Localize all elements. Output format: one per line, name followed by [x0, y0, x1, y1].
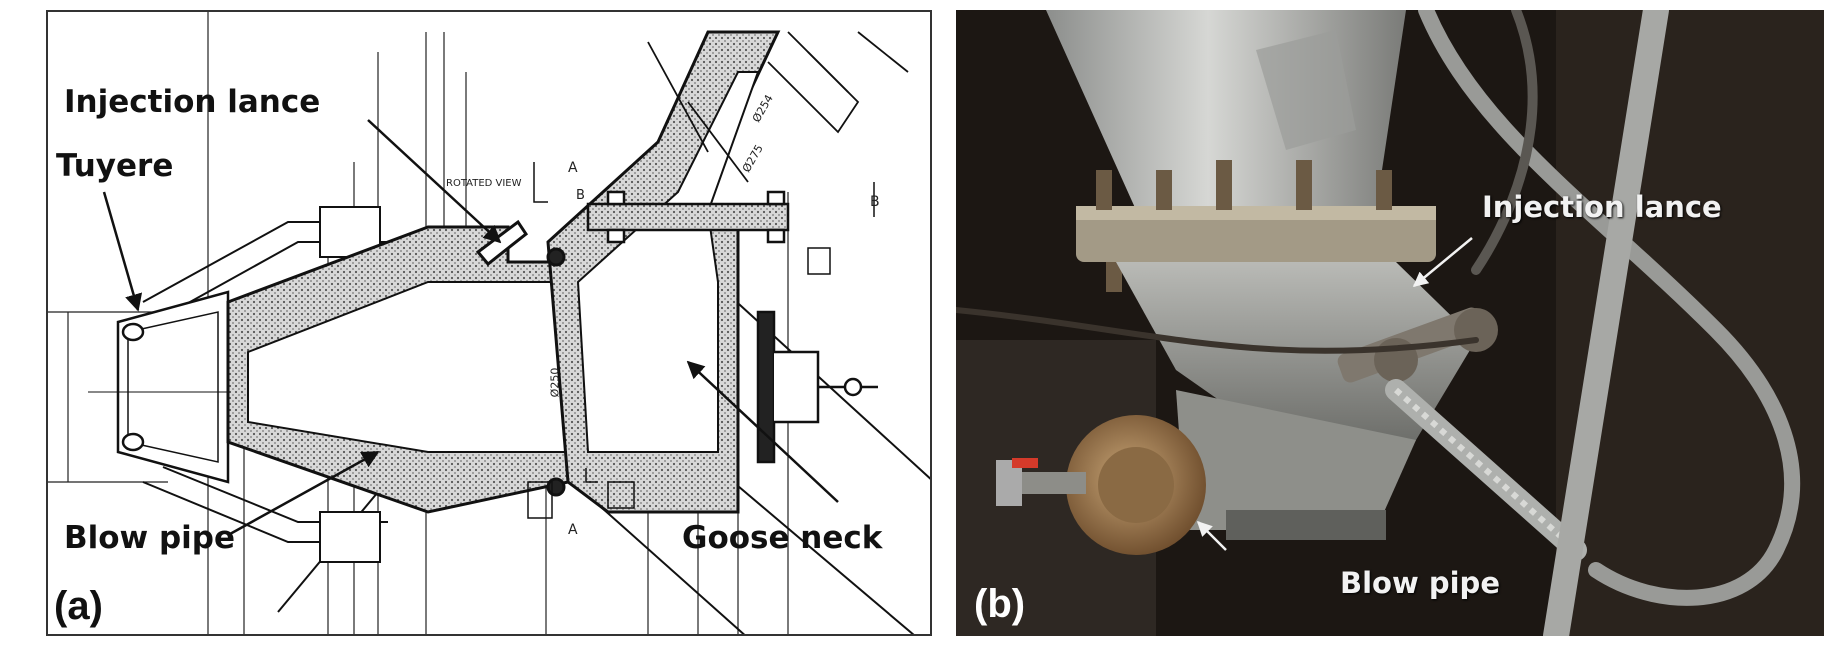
tuyere-arrow	[102, 191, 143, 312]
panel-a-technical-drawing: ROTATED VIEW A B A B Ø275 Ø254 Ø250 Inje…	[46, 10, 932, 636]
section-b-top: B	[576, 188, 585, 203]
section-markers	[527, 162, 875, 519]
blow-pipe-arrow-b	[1196, 520, 1227, 551]
section-b-right: B	[870, 194, 880, 210]
blow-pipe-callout-a: Blow pipe	[64, 520, 236, 556]
callout-arrows-a	[102, 119, 839, 536]
injection-lance-callout-b: Injection lance	[1482, 190, 1722, 224]
panel-b-photograph: Injection lance Blow pipe (b)	[956, 10, 1824, 636]
end-cap	[756, 310, 878, 464]
tuyere-assembly-drawing	[48, 12, 930, 634]
panel-b-label: (b)	[974, 582, 1026, 626]
flange	[586, 190, 790, 244]
rotated-view-text: ROTATED VIEW	[446, 178, 522, 189]
blow-pipe-arrow-a	[229, 450, 380, 536]
injection-lance-callout-a: Injection lance	[64, 84, 321, 120]
injection-lance-arrow-a	[367, 119, 502, 244]
hoses	[956, 10, 1801, 636]
goose-neck-arrow	[686, 360, 839, 503]
section-a-bottom: A	[568, 522, 578, 538]
section-a-top: A	[568, 160, 578, 176]
injection-lance-arrow-b	[1412, 237, 1473, 287]
dia-250-label: Ø250	[548, 367, 562, 398]
goose-neck-callout: Goose neck	[682, 520, 883, 556]
tuyere-shape	[88, 290, 238, 484]
flange-photo	[1076, 160, 1436, 292]
tuyere-photo-illustration	[956, 10, 1824, 636]
panel-a-label: (a)	[54, 584, 103, 628]
blow-pipe-callout-b: Blow pipe	[1340, 566, 1500, 600]
tuyere-callout: Tuyere	[56, 148, 174, 184]
rotated-view-detail	[647, 31, 909, 183]
blow-pipe-photo	[1176, 390, 1416, 530]
